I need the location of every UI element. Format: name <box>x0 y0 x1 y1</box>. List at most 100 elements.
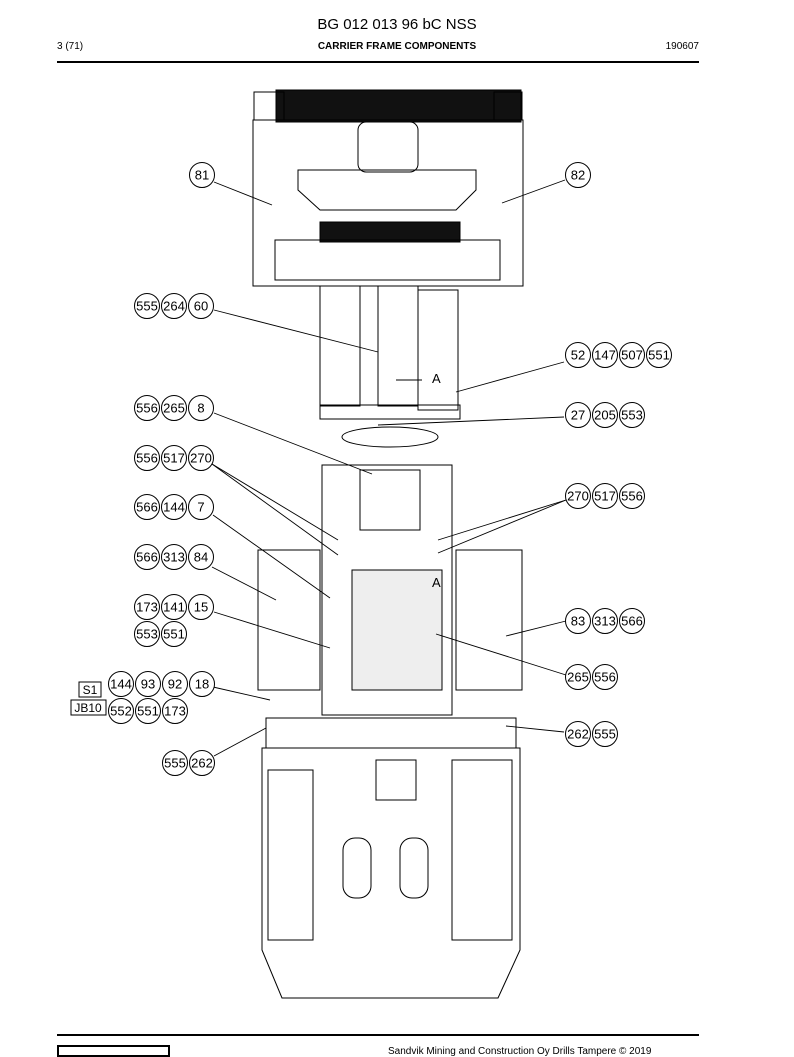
left-side-module <box>257 549 321 691</box>
callout-number: 265 <box>163 401 185 416</box>
rear-slot-right <box>399 837 429 899</box>
callout-number: 551 <box>163 627 185 642</box>
callout-bubble <box>189 162 215 188</box>
callout-number: 81 <box>195 168 209 183</box>
callout-number: 147 <box>594 348 616 363</box>
callout-bubble <box>161 494 187 520</box>
s1-box <box>78 681 102 698</box>
callout-number: 556 <box>621 489 643 504</box>
s1-label: S1 <box>83 683 98 697</box>
callout-bubble <box>161 293 187 319</box>
footer-rule <box>57 1034 699 1036</box>
callout-bubble <box>161 621 187 647</box>
jb10-label: JB10 <box>74 701 102 715</box>
rear-cross-member <box>265 717 517 749</box>
callout-number: 556 <box>136 401 158 416</box>
callout-bubble <box>592 483 618 509</box>
callout-number: 265 <box>567 670 589 685</box>
callout-number: 60 <box>194 299 208 314</box>
section-title: CARRIER FRAME COMPONENTS <box>317 41 477 52</box>
callout-number: 552 <box>110 704 132 719</box>
callout-bubble <box>108 698 134 724</box>
callout-number: 507 <box>621 348 643 363</box>
rear-left-tank <box>267 769 314 941</box>
callout-number: 566 <box>621 614 643 629</box>
jb10-box <box>70 699 107 716</box>
callout-bubble <box>135 671 161 697</box>
date-code: 190607 <box>665 41 699 52</box>
callout-bubble <box>188 544 214 570</box>
callout-bubble <box>189 750 215 776</box>
callout-bubble <box>619 402 645 428</box>
callout-bubble <box>134 494 160 520</box>
callout-number: 52 <box>571 348 585 363</box>
engine-block <box>351 569 443 691</box>
callout-bubble <box>135 698 161 724</box>
callout-number: 555 <box>594 727 616 742</box>
callout-bubble <box>134 293 160 319</box>
beam-plate-left <box>319 285 361 407</box>
callout-number: 566 <box>136 500 158 515</box>
rear-grille <box>319 221 461 243</box>
callout-number: 173 <box>136 600 158 615</box>
callout-bubble <box>134 594 160 620</box>
callout-number: 92 <box>168 677 182 692</box>
callout-number: 15 <box>194 600 208 615</box>
callout-bubble <box>161 594 187 620</box>
callout-number: 270 <box>567 489 589 504</box>
callout-bubble <box>592 664 618 690</box>
pivot-joint <box>341 426 439 448</box>
callout-bubble <box>592 721 618 747</box>
callout-bubble <box>565 608 591 634</box>
callout-number: 144 <box>163 500 185 515</box>
callout-bubble <box>161 395 187 421</box>
callout-bubble <box>134 544 160 570</box>
callout-number: 7 <box>197 500 204 515</box>
callout-bubble <box>619 608 645 634</box>
callout-bubble <box>188 594 214 620</box>
callout-bubble <box>189 671 215 697</box>
callout-number: 173 <box>164 704 186 719</box>
callout-number: 313 <box>163 550 185 565</box>
pivot-plate <box>319 404 461 420</box>
callout-bubble <box>565 483 591 509</box>
central-beam <box>377 285 419 407</box>
callout-bubble <box>108 671 134 697</box>
callout-bubble <box>161 445 187 471</box>
callout-number: 18 <box>195 677 209 692</box>
callout-bubble <box>565 162 591 188</box>
callout-number: 553 <box>621 408 643 423</box>
callout-bubble <box>162 671 188 697</box>
callout-number: 313 <box>594 614 616 629</box>
callout-number: 553 <box>136 627 158 642</box>
beam-plate-right <box>417 289 459 411</box>
callout-number: 517 <box>163 451 185 466</box>
callout-bubble <box>188 395 214 421</box>
callout-bubble <box>188 293 214 319</box>
callout-bubble <box>565 721 591 747</box>
callout-number: 8 <box>197 401 204 416</box>
front-section-frame <box>252 119 524 287</box>
callout-bubble <box>592 342 618 368</box>
callout-bubble <box>162 750 188 776</box>
callout-number: 83 <box>571 614 585 629</box>
rear-right-panel <box>451 759 513 941</box>
callout-bubble <box>188 494 214 520</box>
callout-bubble <box>592 608 618 634</box>
callout-number: 144 <box>110 677 132 692</box>
copyright-text: Sandvik Mining and Construction Oy Drill… <box>388 1046 652 1057</box>
callout-number: 556 <box>594 670 616 685</box>
rear-hatch <box>375 759 417 801</box>
callout-bubble <box>565 342 591 368</box>
mount-bracket <box>297 169 477 211</box>
document-number: BG 012 013 96 bC NSS <box>317 16 477 33</box>
engine-bay-frame <box>321 464 453 716</box>
header-rule <box>57 61 699 63</box>
callout-number: 82 <box>571 168 585 183</box>
callout-bubble <box>134 445 160 471</box>
front-cross-member <box>274 239 501 281</box>
callout-number: 27 <box>571 408 585 423</box>
page-number: 3 (71) <box>57 41 84 52</box>
callout-number: 262 <box>567 727 589 742</box>
center-cutout <box>357 121 419 173</box>
